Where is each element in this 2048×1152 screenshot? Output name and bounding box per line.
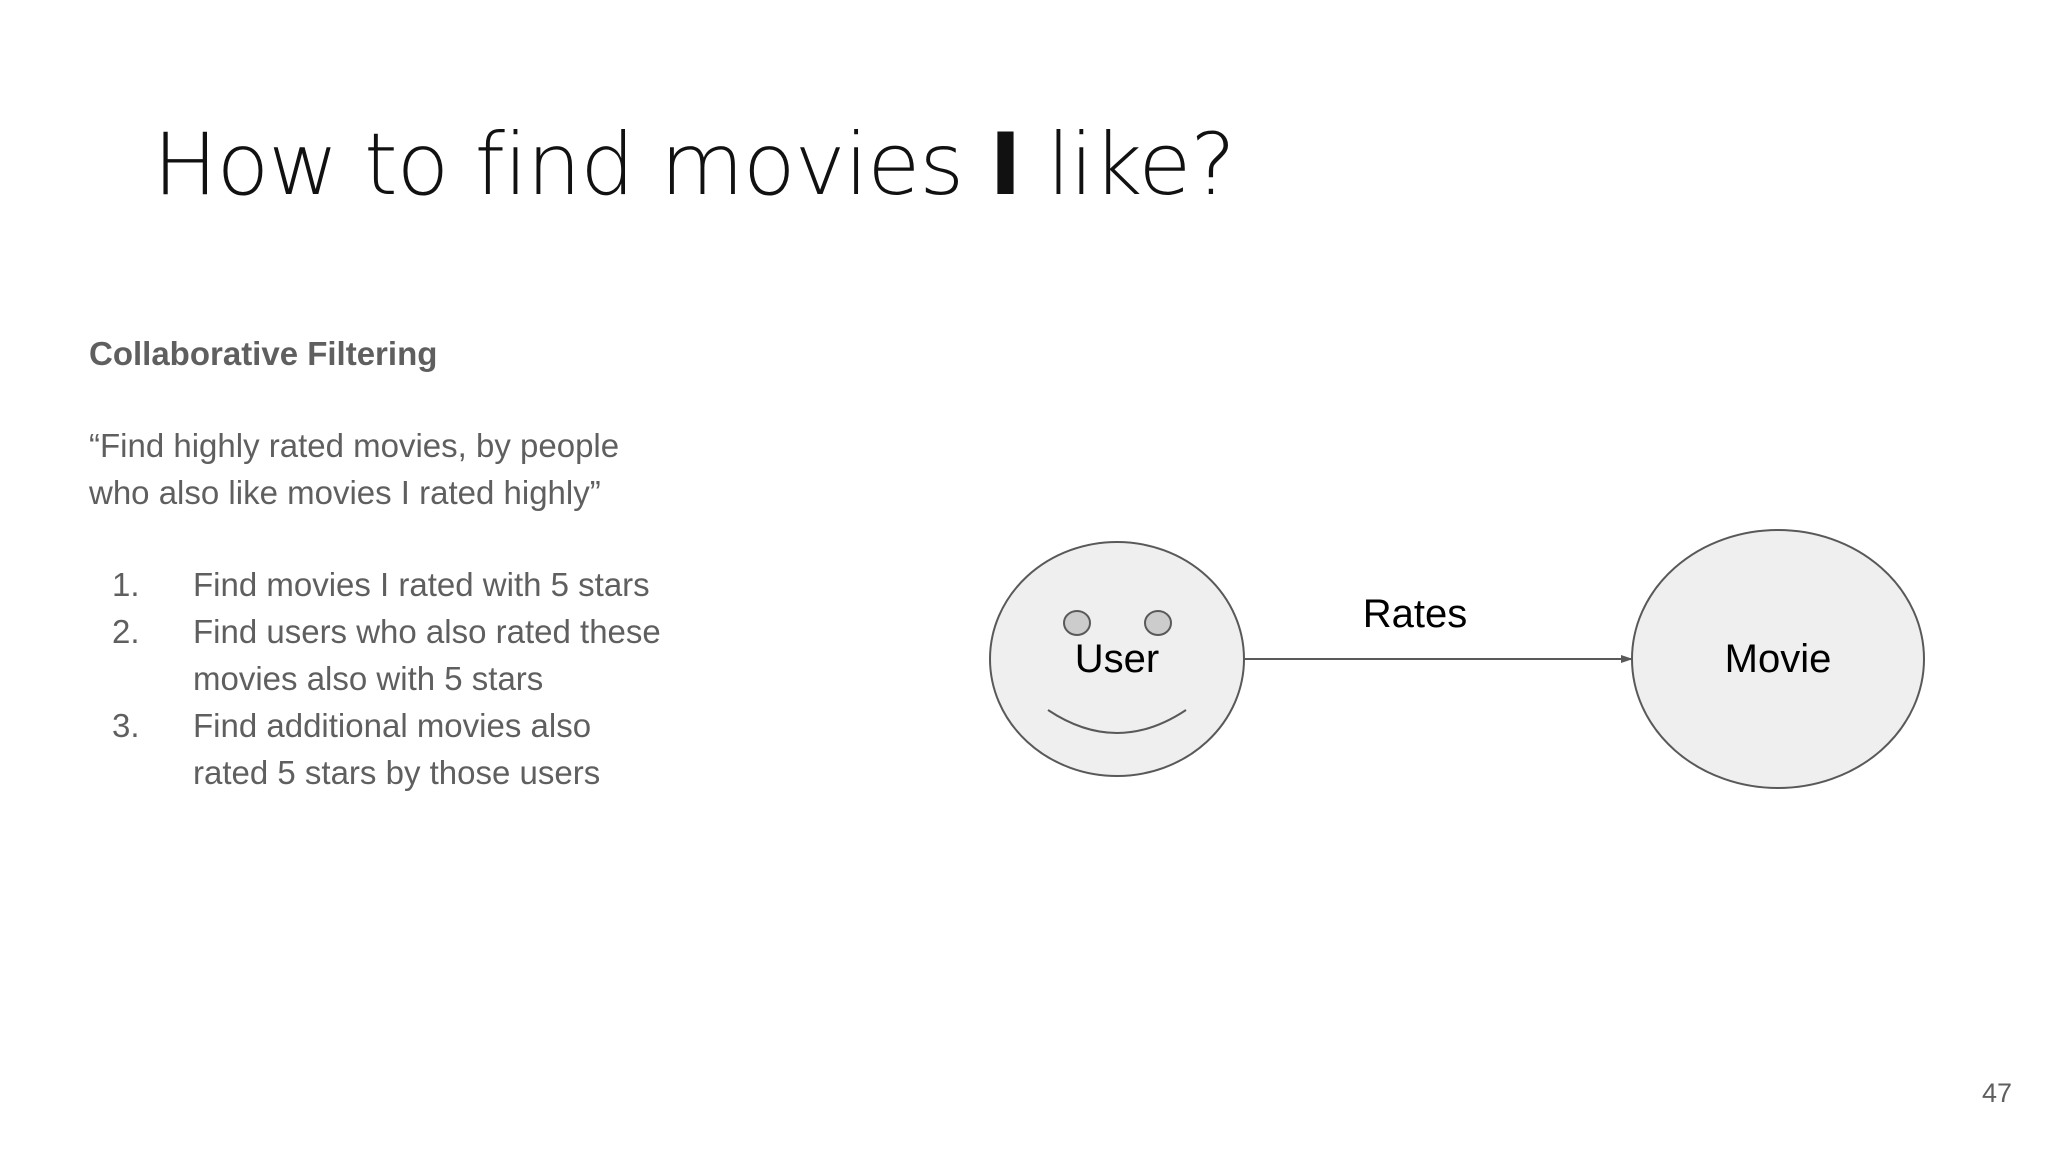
user-label: User bbox=[1075, 637, 1159, 681]
step-text: movies also with 5 stars bbox=[193, 660, 544, 697]
step-number: 2. bbox=[112, 613, 140, 650]
step-number: 1. bbox=[112, 566, 140, 603]
step-text: rated 5 stars by those users bbox=[193, 754, 601, 791]
user-node: User bbox=[989, 541, 1245, 777]
steps-list: 1. Find movies I rated with 5 stars 2. F… bbox=[89, 561, 729, 796]
quote-line: who also like movies I rated highly” bbox=[89, 474, 601, 511]
list-item: 2. Find users who also rated these movie… bbox=[89, 608, 729, 702]
step-text: Find users who also rated these bbox=[193, 613, 661, 650]
movie-circle bbox=[1631, 529, 1925, 789]
smile-icon bbox=[1047, 709, 1187, 734]
movie-node: Movie bbox=[1631, 529, 1925, 789]
quote: “Find highly rated movies, by people who… bbox=[89, 422, 729, 516]
step-text: Find movies I rated with 5 stars bbox=[193, 566, 650, 603]
step-text: Find additional movies also bbox=[193, 707, 592, 744]
page-number: 47 bbox=[1981, 1078, 2012, 1108]
right-eye-icon bbox=[1144, 610, 1172, 636]
slide-title: How to find movies I like? bbox=[153, 115, 1236, 215]
left-eye-icon bbox=[1063, 610, 1091, 636]
title-text-before: How to find movies bbox=[153, 115, 990, 215]
list-item: 1. Find movies I rated with 5 stars bbox=[89, 561, 729, 608]
step-number: 3. bbox=[112, 707, 140, 744]
title-text-after: like? bbox=[1020, 115, 1236, 215]
rates-edge: Rates bbox=[1244, 592, 1633, 663]
movie-label: Movie bbox=[1725, 637, 1832, 681]
rates-label: Rates bbox=[1363, 592, 1468, 636]
slide-body: Collaborative Filtering “Find highly rat… bbox=[89, 330, 729, 796]
title-text-emphasis: I bbox=[989, 115, 1021, 215]
quote-line: “Find highly rated movies, by people bbox=[89, 427, 620, 464]
list-item: 3. Find additional movies also rated 5 s… bbox=[89, 702, 729, 796]
section-heading: Collaborative Filtering bbox=[89, 335, 438, 372]
